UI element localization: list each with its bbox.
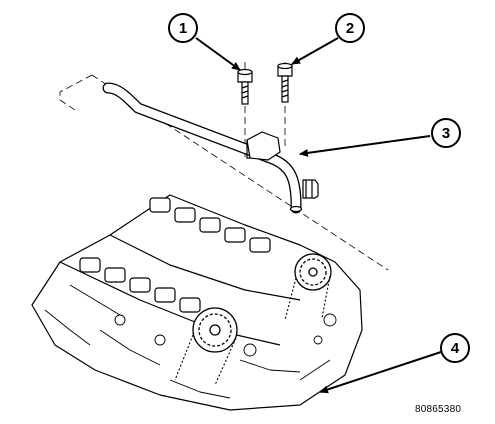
camshaft-sprocket-rear xyxy=(294,253,332,291)
timing-chain xyxy=(174,275,331,386)
callout-3: 3 xyxy=(431,118,461,148)
leader-line-2 xyxy=(291,37,339,65)
callout-number: 3 xyxy=(442,125,450,142)
tube-bracket xyxy=(246,131,319,199)
callout-2: 2 xyxy=(335,13,365,43)
leader-line-1 xyxy=(195,37,241,71)
leader-lines xyxy=(195,37,442,394)
bolt-2 xyxy=(277,62,293,103)
callout-1: 1 xyxy=(168,13,198,43)
figure-id: 80865380 xyxy=(415,404,462,415)
callout-4: 4 xyxy=(440,333,470,363)
bolt-1 xyxy=(237,68,253,105)
leader-line-3 xyxy=(299,135,431,157)
leader-line-4 xyxy=(319,351,442,394)
engine-assembly xyxy=(31,194,363,411)
camshaft-sprocket-front xyxy=(192,307,238,353)
callout-number: 1 xyxy=(179,20,187,37)
coolant-tube xyxy=(102,82,303,214)
callout-number: 2 xyxy=(346,20,354,37)
callout-number: 4 xyxy=(451,340,460,357)
